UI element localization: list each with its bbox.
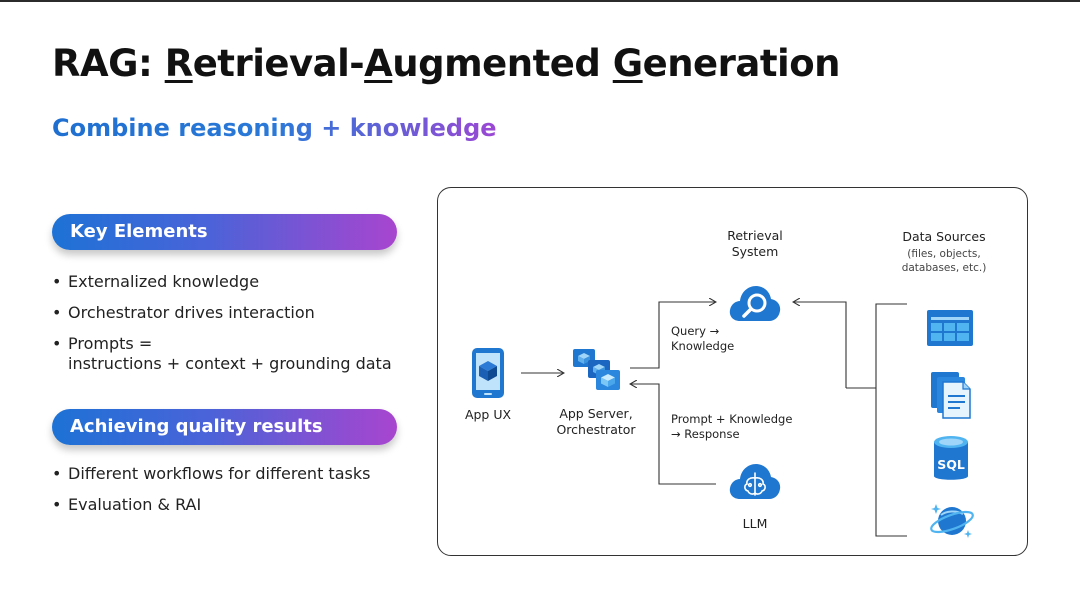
app-server-label-line: Orchestrator [556, 422, 636, 437]
arrow-llm-to-server [630, 384, 716, 485]
list-item-continuation: instructions + context + grounding data [68, 354, 392, 373]
llm-label: LLM [742, 516, 768, 531]
title-part: etrieval- [192, 42, 365, 85]
key-elements-list: Externalized knowledge Orchestrator driv… [52, 272, 422, 374]
list-item: Externalized knowledge [52, 272, 422, 292]
server-icon [573, 349, 620, 390]
list-item: Different workflows for different tasks [52, 464, 422, 484]
cloud-brain-icon [729, 464, 781, 499]
data-sources-label: Data Sources [902, 229, 986, 244]
slide-title: RAG: Retrieval-Augmented Generation [52, 42, 840, 85]
retrieval-label-line: Retrieval [727, 228, 783, 243]
edge-label-line: Prompt + Knowledge [671, 412, 793, 426]
cloud-search-icon [729, 286, 781, 321]
quality-list: Different workflows for different tasks … [52, 464, 422, 526]
title-part: RAG: [52, 42, 165, 85]
retrieval-system-label: Retrieval System [712, 228, 798, 260]
key-elements-pill: Key Elements [52, 214, 397, 250]
title-part: R [164, 42, 194, 85]
sql-database-icon: SQL [934, 436, 968, 480]
sources-bracket [875, 303, 907, 537]
sql-text: SQL [937, 457, 965, 472]
arrow-sources-to-retrieval [793, 302, 847, 388]
data-sources-sublabel: (files, objects, databases, etc.) [894, 247, 994, 275]
title-part: eneration [642, 42, 841, 85]
key-elements-heading: Key Elements [70, 221, 208, 242]
app-ux-label: App UX [464, 407, 512, 422]
title-part: A [364, 42, 393, 85]
top-border [0, 0, 1080, 2]
table-icon [927, 310, 973, 346]
list-item-text: Prompts = [68, 334, 153, 353]
documents-icon [931, 372, 971, 419]
edge-label-line: Knowledge [671, 339, 735, 353]
retrieval-label-line: System [731, 244, 779, 259]
prompt-response-label: Prompt + Knowledge → Response [671, 412, 792, 442]
app-server-label-line: App Server, [559, 406, 633, 421]
list-item: Evaluation & RAI [52, 495, 422, 515]
quality-pill: Achieving quality results [52, 409, 397, 445]
cosmos-db-icon [930, 504, 974, 538]
sources-sub-line: (files, objects, [907, 248, 981, 260]
sources-sub-line: databases, etc.) [901, 262, 987, 274]
arrow-server-to-retrieval [630, 302, 716, 369]
slide-subtitle: Combine reasoning + knowledge [52, 114, 497, 142]
quality-heading: Achieving quality results [70, 416, 323, 437]
title-part: G [612, 42, 643, 85]
query-knowledge-label: Query → Knowledge [671, 324, 734, 354]
list-item: Prompts =instructions + context + ground… [52, 334, 422, 374]
app-server-label: App Server, Orchestrator [548, 406, 644, 438]
edge-label-line: Query → [671, 324, 720, 338]
list-item: Orchestrator drives interaction [52, 303, 422, 323]
edge-label-line: → Response [671, 427, 740, 441]
title-part: ugmented [392, 42, 613, 85]
tablet-icon [472, 348, 504, 398]
